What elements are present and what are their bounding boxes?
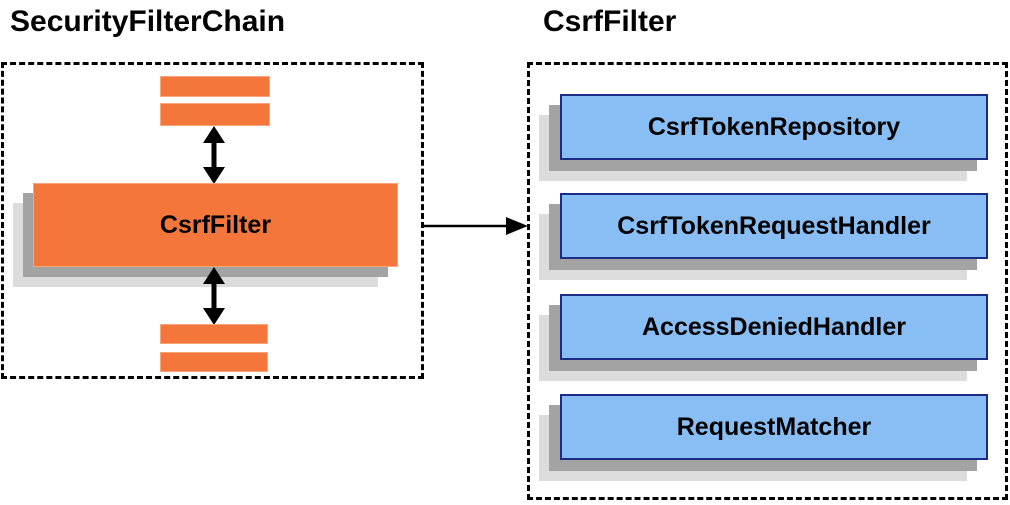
filter-bar-top-2 [160,103,270,126]
security-filter-chain-title: SecurityFilterChain [10,5,286,38]
filter-bar-bottom-1 [160,324,268,344]
box-csrf-token-request-handler: CsrfTokenRequestHandler [560,193,988,259]
csrf-filter-box-label: CsrfFilter [159,210,272,239]
double-arrow-bottom [203,267,225,325]
double-arrow-top [203,126,225,184]
csrf-filter-box: CsrfFilter [33,183,398,267]
box-request-matcher: RequestMatcher [560,394,988,460]
csrf-filter-region [527,62,1008,500]
box-access-denied-handler: AccessDeniedHandler [560,294,988,360]
security-filter-chain-region [1,62,424,379]
filter-bar-bottom-2 [160,352,268,372]
box-csrf-token-repository: CsrfTokenRepository [560,94,988,160]
csrf-filter-title: CsrfFilter [543,5,677,38]
filter-bar-top-1 [160,76,270,97]
flow-arrow-connector [424,217,528,235]
